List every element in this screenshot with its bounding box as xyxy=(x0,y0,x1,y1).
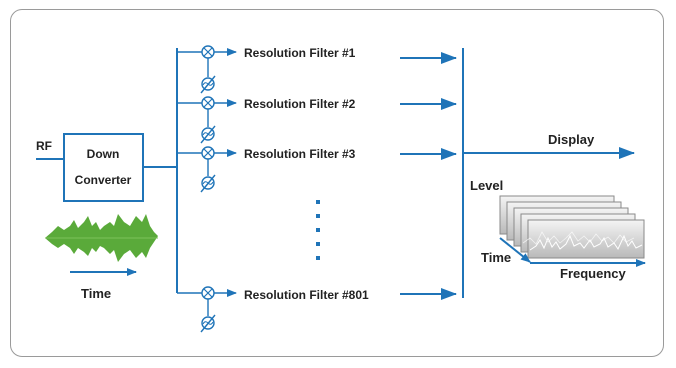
time-domain-waveform xyxy=(45,214,158,262)
time-input-label: Time xyxy=(81,286,111,301)
resolution-filter-label: Resolution Filter #2 xyxy=(244,97,356,111)
frequency-axis-label: Frequency xyxy=(560,266,627,281)
rf-label: RF xyxy=(36,139,52,153)
filter-row: Resolution Filter #1 xyxy=(177,45,457,94)
level-label: Level xyxy=(470,178,503,193)
filter-row: Resolution Filter #3 xyxy=(177,146,457,193)
resolution-filter-label: Resolution Filter #3 xyxy=(244,147,356,161)
spectrogram-waterfall xyxy=(499,195,645,259)
down-converter-label-line1: Down xyxy=(87,147,120,161)
time-axis-label: Time xyxy=(481,250,511,265)
time-axis-arrow xyxy=(499,237,531,263)
filter-row: Resolution Filter #2 xyxy=(177,96,457,144)
down-converter-label-line2: Converter xyxy=(75,173,132,187)
display-label: Display xyxy=(548,132,595,147)
filter-row: Resolution Filter #801 xyxy=(177,286,457,333)
ellipsis-dots xyxy=(316,200,320,260)
diagram-frame xyxy=(10,9,664,357)
down-converter-box xyxy=(63,133,144,202)
resolution-filter-label: Resolution Filter #1 xyxy=(244,46,356,60)
resolution-filter-label: Resolution Filter #801 xyxy=(244,288,369,302)
